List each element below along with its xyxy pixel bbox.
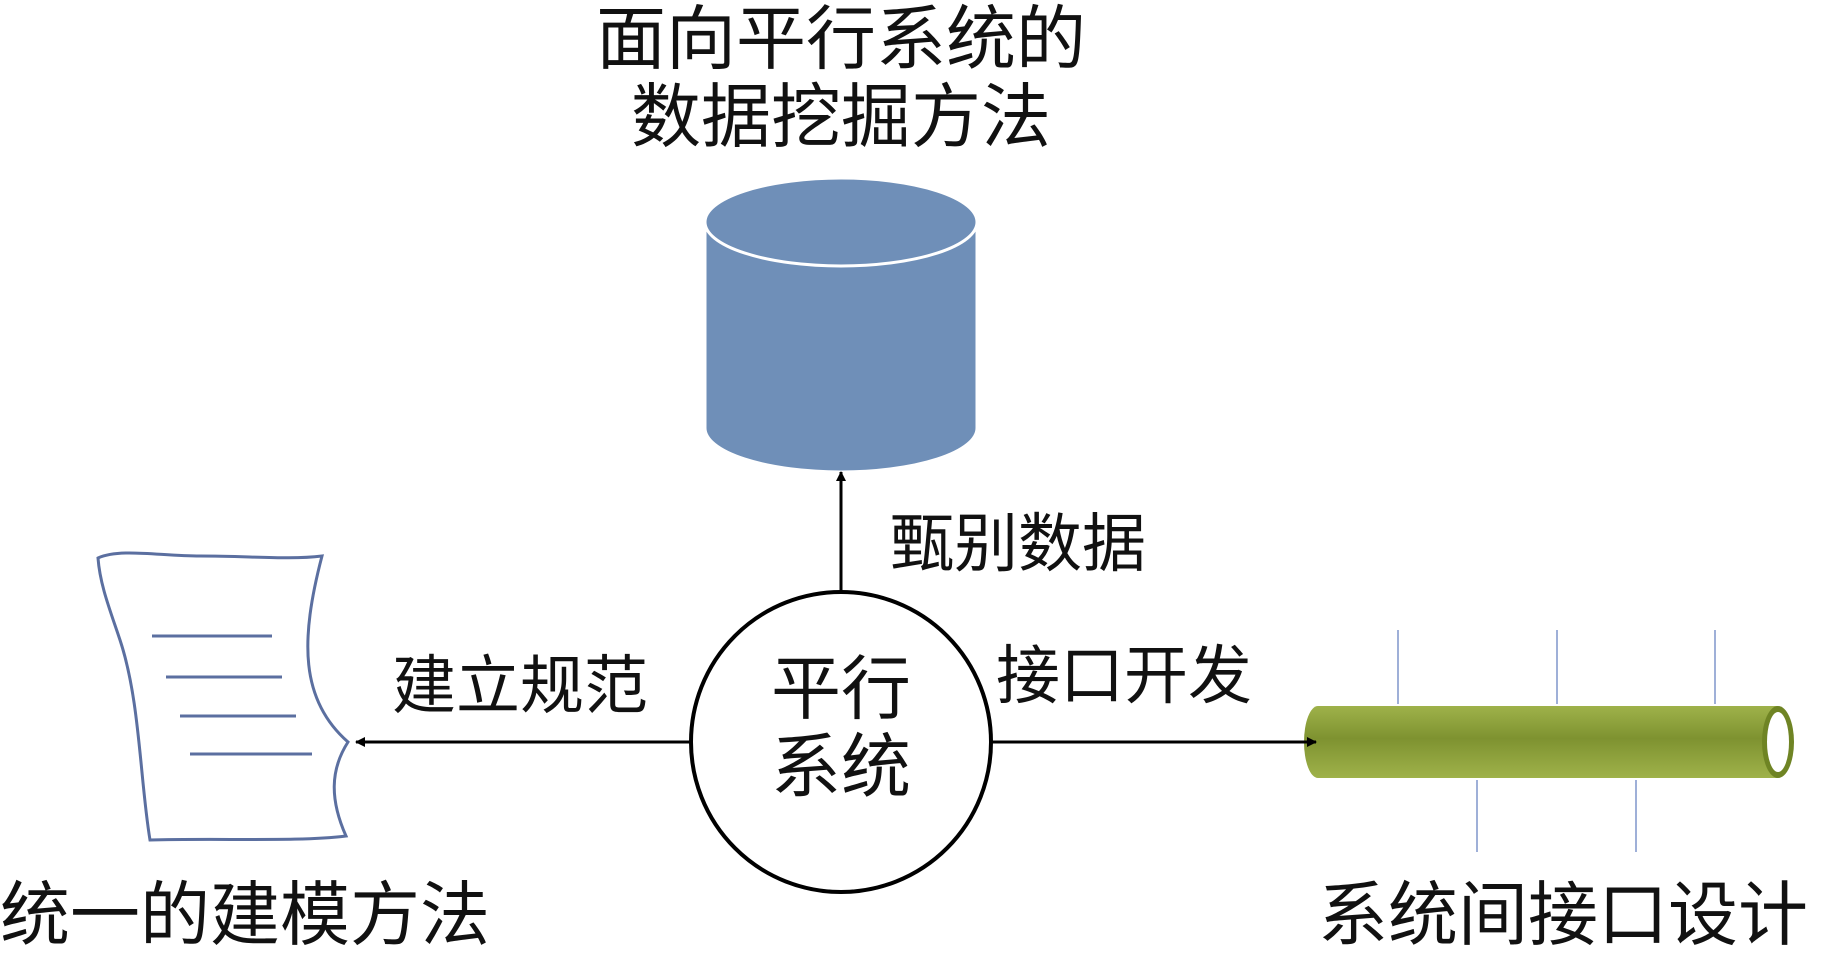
- edge-label-left: 建立规范: [392, 650, 648, 724]
- top-title-line1: 面向平行系统的: [596, 0, 1086, 80]
- pipe-grid-lines: [1397, 630, 1716, 852]
- database-cylinder-icon: [703, 176, 979, 474]
- bottom-right-label: 系统间接口设计: [1318, 874, 1808, 956]
- center-label: 平行 系统: [741, 650, 941, 807]
- top-title-line2: 数据挖掘方法: [631, 76, 1051, 159]
- center-label-line2: 系统: [771, 726, 911, 809]
- center-label-line1: 平行: [771, 648, 911, 730]
- center-circle: [689, 590, 993, 894]
- pipe-interface-icon: [1304, 706, 1794, 778]
- bottom-left-label: 统一的建模方法: [0, 874, 490, 956]
- document-scroll-icon: [96, 551, 350, 842]
- edge-label-up: 甄别数据: [890, 508, 1146, 582]
- top-title: 面向平行系统的 数据挖掘方法: [561, 0, 1121, 157]
- edge-label-right: 接口开发: [996, 640, 1252, 714]
